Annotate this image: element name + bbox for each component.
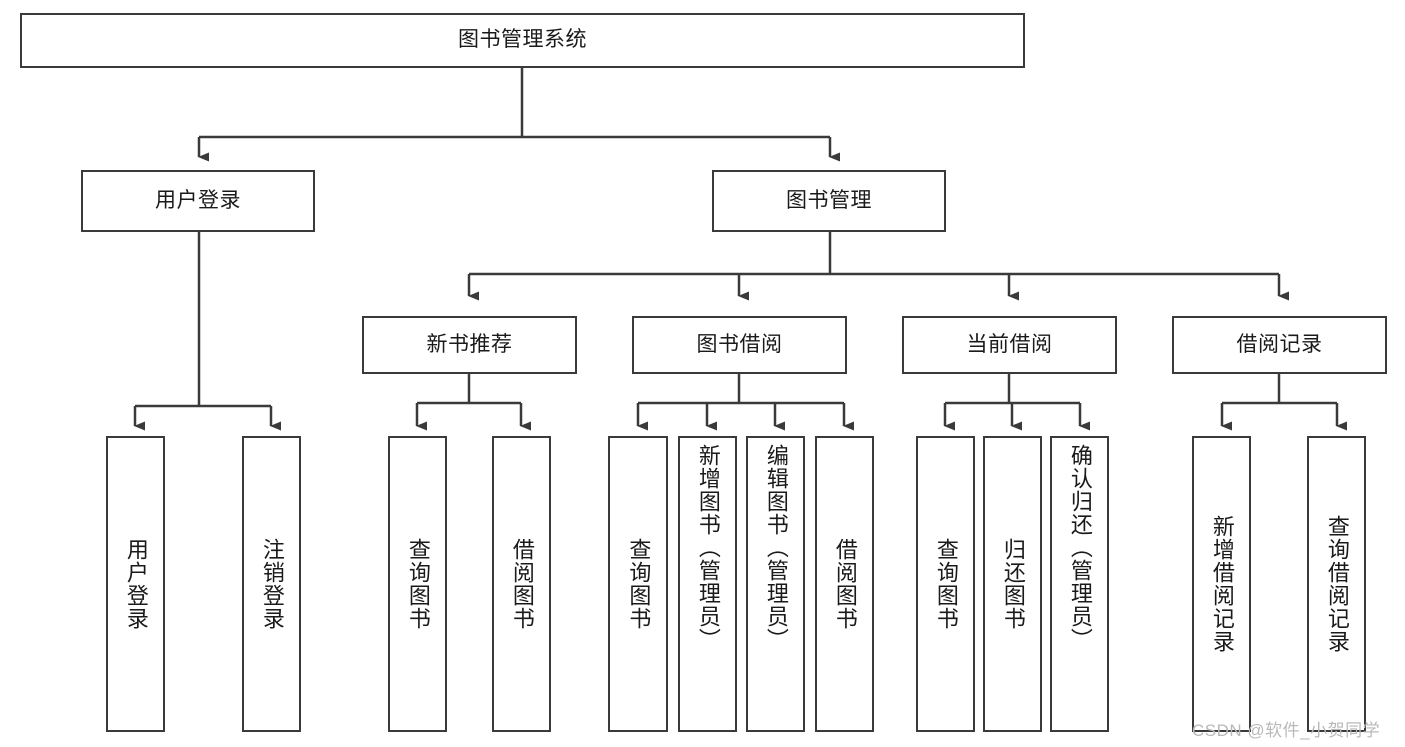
node-label: 图书借阅 <box>696 332 783 356</box>
node-label: 编辑图书（管理员） <box>763 444 789 651</box>
leaf-borrow-edit-book-admin[interactable]: 编辑图书（管理员） <box>746 436 805 732</box>
leaf-current-query-book[interactable]: 查询图书 <box>916 436 975 732</box>
leaf-borrow-query-book[interactable]: 查询图书 <box>608 436 668 732</box>
node-label: 归还图书 <box>1000 538 1026 630</box>
node-label: 借阅图书 <box>509 538 535 630</box>
node-new-book-recommend[interactable]: 新书推荐 <box>362 316 577 374</box>
leaf-user-login-login[interactable]: 用户登录 <box>106 436 165 732</box>
node-user-login[interactable]: 用户登录 <box>81 170 315 232</box>
leaf-record-query-record[interactable]: 查询借阅记录 <box>1307 436 1366 732</box>
node-label: 注销登录 <box>259 538 285 630</box>
leaf-borrow-add-book-admin[interactable]: 新增图书（管理员） <box>678 436 737 732</box>
node-label: 查询借阅记录 <box>1324 515 1350 653</box>
node-label: 用户登录 <box>123 538 149 630</box>
node-label: 借阅图书 <box>832 538 858 630</box>
node-current-borrow[interactable]: 当前借阅 <box>902 316 1117 374</box>
node-label: 图书管理系统 <box>458 28 587 52</box>
node-book-management[interactable]: 图书管理 <box>712 170 946 232</box>
csdn-watermark: CSDN @软件_小贺同学 <box>1192 721 1381 740</box>
leaf-recommend-query-book[interactable]: 查询图书 <box>388 436 447 732</box>
leaf-recommend-borrow-book[interactable]: 借阅图书 <box>492 436 551 732</box>
node-label: 借阅记录 <box>1236 332 1323 356</box>
node-label: 用户登录 <box>155 188 241 212</box>
leaf-user-login-logout[interactable]: 注销登录 <box>242 436 301 732</box>
node-label: 查询图书 <box>405 538 431 630</box>
leaf-current-confirm-return-admin[interactable]: 确认归还（管理员） <box>1050 436 1109 732</box>
node-book-borrow[interactable]: 图书借阅 <box>632 316 847 374</box>
node-label: 查询图书 <box>626 538 652 630</box>
node-label: 查询图书 <box>933 538 959 630</box>
node-label: 图书管理 <box>786 188 872 212</box>
node-borrow-record[interactable]: 借阅记录 <box>1172 316 1387 374</box>
leaf-current-return-book[interactable]: 归还图书 <box>983 436 1042 732</box>
node-label: 新书推荐 <box>426 332 513 356</box>
node-label: 确认归还（管理员） <box>1067 444 1093 651</box>
node-root-system[interactable]: 图书管理系统 <box>20 13 1025 68</box>
leaf-borrow-borrow-book[interactable]: 借阅图书 <box>815 436 874 732</box>
node-label: 新增借阅记录 <box>1209 515 1235 653</box>
leaf-record-add-record[interactable]: 新增借阅记录 <box>1192 436 1251 732</box>
node-label: 新增图书（管理员） <box>695 444 721 651</box>
node-label: 当前借阅 <box>966 332 1053 356</box>
